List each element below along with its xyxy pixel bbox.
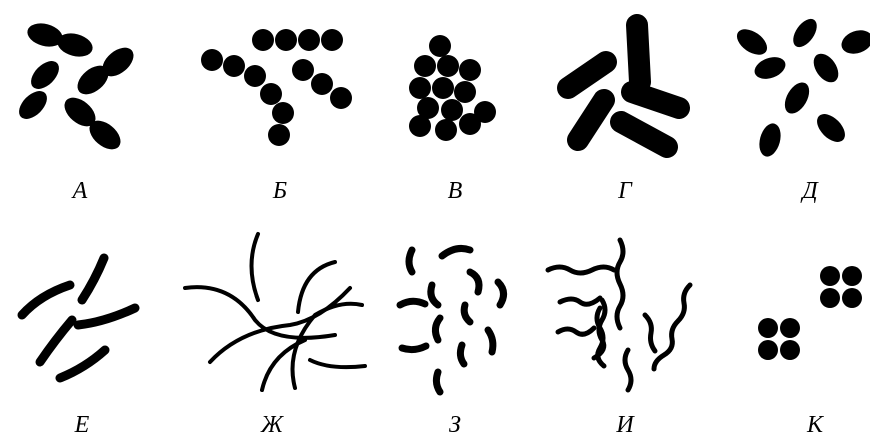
panel-j-label: К — [806, 412, 825, 436]
panel-b-streptococci — [201, 29, 352, 146]
panel-i-label: И — [615, 412, 635, 436]
panel-e-oval-cells — [732, 15, 870, 159]
panel-j-tetrads — [758, 266, 862, 360]
panel-h-label: З — [449, 412, 461, 436]
panel-e-label: Д — [800, 178, 819, 204]
panel-a-diplococci — [14, 20, 139, 155]
panel-a-label: А — [71, 178, 88, 204]
panel-i-spirilla — [548, 240, 690, 390]
panel-d-rods — [568, 25, 679, 147]
panel-g-filaments — [185, 234, 365, 390]
panel-f-curved-rods — [22, 258, 135, 378]
panel-f-label: Е — [74, 412, 90, 436]
panel-h-wavy-rods — [400, 248, 504, 392]
panel-g-label: Ж — [260, 412, 284, 436]
panel-d-label: Г — [617, 178, 633, 204]
panel-b-label: Б — [272, 178, 287, 204]
panel-c-staphylococci — [409, 35, 496, 141]
panel-c-label: В — [448, 178, 463, 204]
